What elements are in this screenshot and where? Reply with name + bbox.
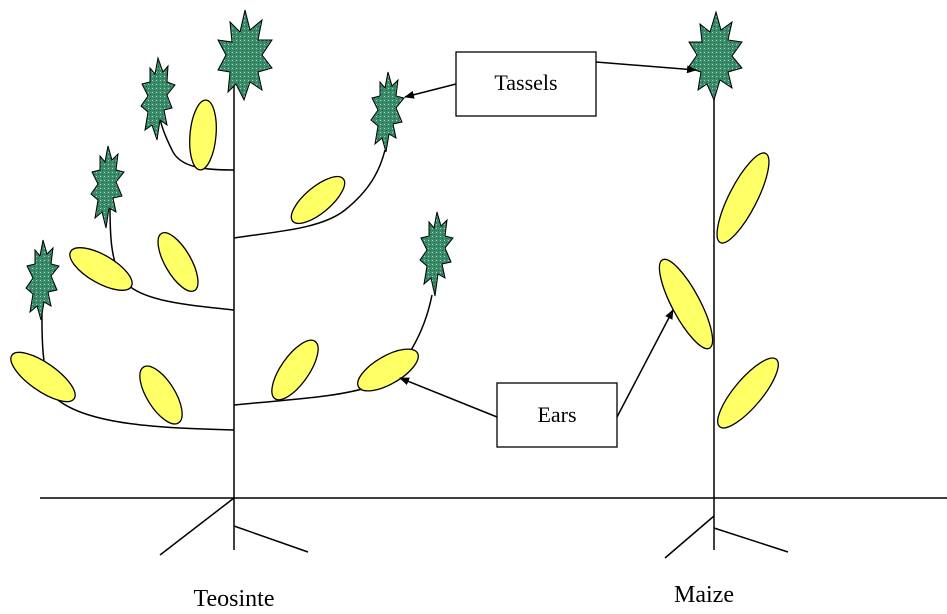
tassels-arrow-right <box>596 62 696 70</box>
ear <box>64 239 139 298</box>
ears-label: Ears <box>537 402 576 427</box>
tassels-label: Tassels <box>494 70 557 95</box>
teosinte-plant <box>4 10 453 555</box>
tassels-callout: Tassels <box>405 52 696 116</box>
ears-arrow-left <box>400 378 497 417</box>
teosinte-root <box>234 526 308 552</box>
tassel-icon <box>371 72 404 152</box>
tassel-icon <box>218 10 272 100</box>
ear <box>150 227 206 297</box>
ear <box>708 147 778 249</box>
ear <box>187 99 219 171</box>
tassels-arrow-left <box>405 84 456 97</box>
ear <box>132 360 191 431</box>
tassel-icon <box>91 146 124 228</box>
tassel-icon <box>420 212 453 296</box>
teosinte-root <box>160 498 234 555</box>
tassel-icon <box>26 240 59 320</box>
maize-root <box>665 516 714 558</box>
ears-callout: Ears <box>400 310 673 447</box>
ear <box>284 169 351 231</box>
ear <box>352 341 425 399</box>
ear <box>263 333 326 406</box>
tassel-icon <box>141 58 175 140</box>
teosinte-branch <box>42 305 234 430</box>
ears-arrow-right <box>617 310 673 417</box>
maize-root <box>714 528 788 552</box>
maize-label: Maize <box>674 582 734 608</box>
ear <box>709 350 787 435</box>
maize-plant <box>650 12 788 558</box>
tassel-icon <box>688 12 742 100</box>
ear <box>650 253 722 354</box>
teosinte-label: Teosinte <box>194 586 275 612</box>
